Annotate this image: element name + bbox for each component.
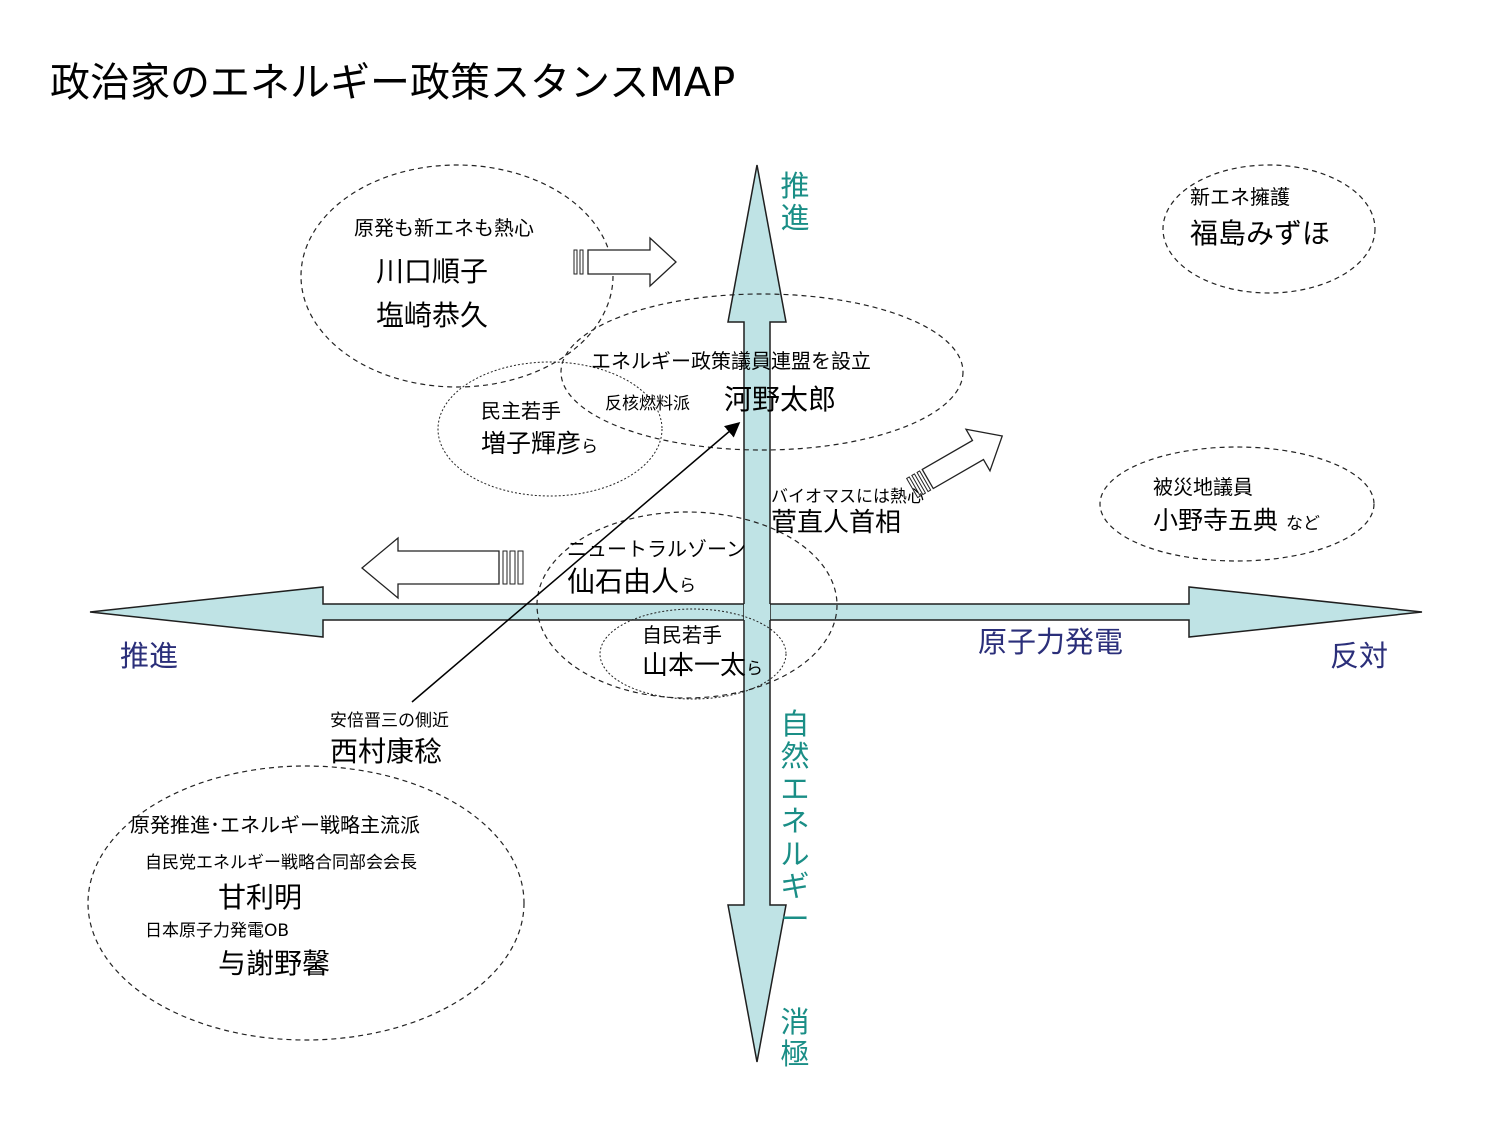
politician-yamamoto: 山本一太 xyxy=(642,651,747,681)
politician-nishimura: 西村康稔 xyxy=(330,735,443,768)
politician-sengoku-line: 仙石由人ら xyxy=(567,565,697,598)
group-outline-disaster xyxy=(1099,446,1375,562)
caption-new-energy: 新エネ擁護 xyxy=(1190,185,1290,209)
politician-kono: 河野太郎 xyxy=(724,383,837,416)
caption-jimin-young: 自民若手 xyxy=(642,623,722,647)
axis-intersection xyxy=(744,604,770,620)
axis-horizontal-label: 原子力発電 xyxy=(978,625,1124,659)
axis-bottom-label: 消極 xyxy=(780,1005,810,1072)
axis-vertical-label: 自然エネルギー xyxy=(780,707,810,936)
politician-kan: 菅直人首相 xyxy=(771,508,902,538)
role-yosano: 日本原子力発電OB xyxy=(145,921,290,941)
axis-top-label: 推進 xyxy=(780,169,810,236)
group-outline-caucus xyxy=(560,293,964,451)
group-outline-jimin-young xyxy=(599,608,787,700)
group-outline-nuclear-and-new xyxy=(300,164,614,388)
suffix-nado: など xyxy=(1286,514,1321,534)
politician-masuko: 増子輝彦 xyxy=(481,429,582,458)
politician-masuko-line: 増子輝彦ら xyxy=(481,429,599,459)
politician-onodera: 小野寺五典 xyxy=(1153,506,1279,535)
politician-shiozaki: 塩崎恭久 xyxy=(376,299,489,332)
politician-fukushima: 福島みずほ xyxy=(1190,217,1331,250)
axis-right-label: 反対 xyxy=(1330,639,1389,673)
caption-neutral: ニュートラルゾーン xyxy=(567,537,746,561)
group-outline-minshu-young xyxy=(437,361,663,497)
axis-left-label: 推進 xyxy=(120,639,179,673)
caption-disaster: 被災地議員 xyxy=(1153,475,1253,499)
politician-onodera-line: 小野寺五典など xyxy=(1153,506,1321,536)
politician-amari: 甘利明 xyxy=(218,881,303,914)
page-title: 政治家のエネルギー政策スタンスMAP xyxy=(50,60,736,106)
group-outline-new-energy xyxy=(1162,164,1376,294)
caption-nishimura: 安倍晋三の側近 xyxy=(330,711,449,731)
link-arrow-nishimura-to-kono xyxy=(411,422,741,703)
caption-minshu-young: 民主若手 xyxy=(481,399,561,423)
politician-yamamoto-line: 山本一太ら xyxy=(642,651,764,682)
block-arrow-right xyxy=(573,236,677,288)
suffix-ra: ら xyxy=(679,576,697,596)
politician-kawaguchi: 川口順子 xyxy=(376,255,489,288)
caption-nuclear-and-new: 原発も新エネも熱心 xyxy=(354,216,534,240)
group-outline-neutral xyxy=(536,511,838,699)
caption-caucus: エネルギー政策議員連盟を設立 xyxy=(591,349,871,373)
caption-kan: バイオマスには熱心 xyxy=(771,487,924,507)
block-arrow-upright xyxy=(905,428,1004,499)
block-arrow-left xyxy=(360,536,524,600)
suffix-ra: ら xyxy=(581,437,599,457)
role-amari: 自民党エネルギー戦略合同部会会長 xyxy=(145,853,417,873)
group-outline-mainstream xyxy=(87,765,525,1041)
note-anti-nuclear-fuel: 反核燃料派 xyxy=(605,394,690,414)
politician-yosano: 与謝野馨 xyxy=(218,947,331,980)
politician-sengoku: 仙石由人 xyxy=(567,565,680,598)
caption-mainstream: 原発推進･エネルギー戦略主流派 xyxy=(130,813,420,837)
suffix-ra: ら xyxy=(746,659,764,679)
